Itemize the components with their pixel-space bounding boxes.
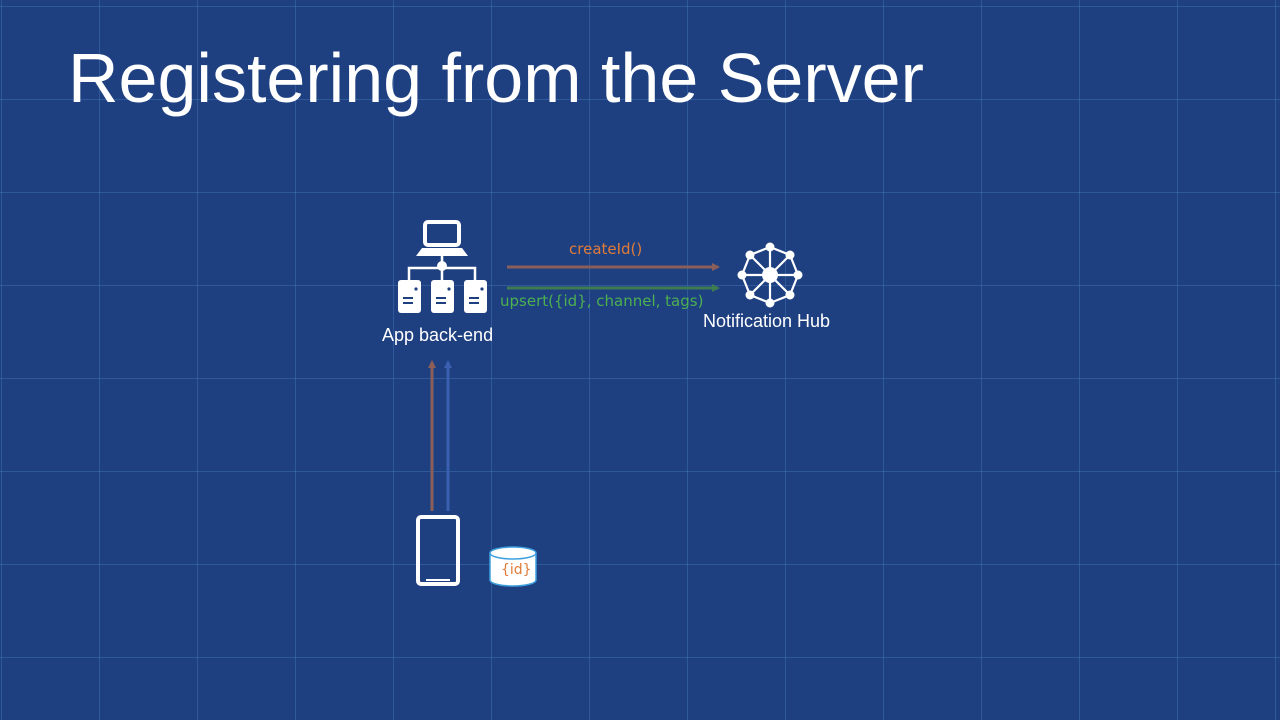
create-id-label: createId() [569, 240, 643, 258]
storage-id-label: {id} [501, 562, 532, 578]
slide-title: Registering from the Server [68, 39, 924, 117]
server-network-icon [398, 220, 487, 313]
upsert-label: upsert({id}, channel, tags) [500, 292, 704, 310]
backend-label: App back-end [382, 325, 494, 345]
hub-label: Notification Hub [703, 311, 831, 331]
mobile-phone-icon [416, 515, 460, 586]
notification-hub-icon [737, 242, 803, 308]
database-cylinder-icon [489, 546, 537, 587]
